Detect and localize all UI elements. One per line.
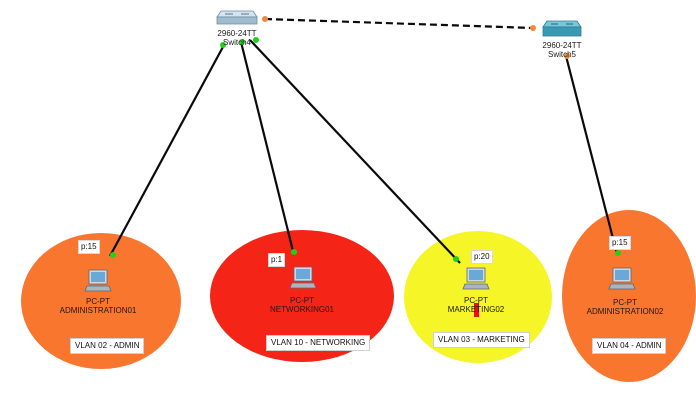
vlan-label-admin: VLAN 02 - ADMIN xyxy=(70,338,145,354)
port-lights xyxy=(110,16,621,262)
port-light xyxy=(239,39,245,45)
cut-marker-icon xyxy=(474,303,479,317)
pc-label-admin02: PC-PT ADMINISTRATION02 xyxy=(587,298,664,316)
pc-node-net01[interactable] xyxy=(289,266,317,289)
pc-name: ADMINISTRATION02 xyxy=(586,307,664,316)
switch4-label: 2960-24TT Switch4 xyxy=(217,29,256,47)
switch5-model: 2960-24TT xyxy=(542,41,582,50)
pc-type: PC-PT xyxy=(464,296,488,305)
port-light xyxy=(291,249,297,255)
pc-node-mkt02[interactable] xyxy=(462,267,490,290)
pc-node-admin02[interactable] xyxy=(608,267,636,290)
vlan-label-networking: VLAN 10 - NETWORKING xyxy=(266,335,371,351)
port-label-net01: p:1 xyxy=(268,253,286,267)
switch5-name: Switch5 xyxy=(547,50,577,59)
pc-type: PC-PT xyxy=(86,297,110,306)
link-switch4-mkt02[interactable] xyxy=(249,39,461,264)
port-light xyxy=(615,250,621,256)
pc-name: MARKETING02 xyxy=(447,305,505,314)
port-light xyxy=(564,53,570,59)
port-label-admin01: p:15 xyxy=(78,240,100,254)
port-light xyxy=(110,252,116,258)
link-switch4-switch5[interactable] xyxy=(264,17,534,30)
pc-icon xyxy=(608,267,636,290)
pc-label-admin01: PC-PT ADMINISTRATION01 xyxy=(60,297,137,315)
port-label-admin02: p:15 xyxy=(609,236,631,250)
switch-icon xyxy=(542,20,582,37)
switch5-label: 2960-24TT Switch5 xyxy=(542,41,581,59)
port-light xyxy=(253,37,259,43)
port-light xyxy=(220,42,226,48)
link-switch5-admin02[interactable] xyxy=(564,55,619,255)
switch4-model: 2960-24TT xyxy=(217,29,257,38)
link-switch4-net01[interactable] xyxy=(239,41,296,256)
port-light xyxy=(530,25,536,31)
vlan-label-admin-2: VLAN 04 - ADMIN xyxy=(592,338,667,354)
port-light xyxy=(453,256,459,262)
switch4-name: Switch4 xyxy=(222,38,252,47)
pc-type: PC-PT xyxy=(289,296,314,305)
pc-name: ADMINISTRATION01 xyxy=(59,306,137,315)
vlan-zone-networking xyxy=(210,230,394,362)
switch5-node[interactable] xyxy=(542,20,582,37)
vlan-zone-admin xyxy=(21,233,181,369)
pc-type: PC-PT xyxy=(613,298,637,307)
vlan-zone-marketing xyxy=(404,231,552,363)
vlan-label-marketing: VLAN 03 - MARKETING xyxy=(433,332,530,348)
port-label-mkt02: p:20 xyxy=(471,250,493,264)
pc-icon xyxy=(84,269,112,292)
pc-label-net01: PC-PT NETWORKING01 xyxy=(270,296,334,314)
pc-node-admin01[interactable] xyxy=(84,269,112,292)
pc-icon xyxy=(462,267,490,290)
pc-icon xyxy=(289,266,317,289)
link-switch4-admin01[interactable] xyxy=(109,44,225,257)
pc-label-mkt02: PC-PT MARKETING02 xyxy=(448,296,504,314)
pc-name: NETWORKING01 xyxy=(269,305,335,314)
switch4-node[interactable] xyxy=(216,10,258,25)
switch-icon xyxy=(216,10,258,25)
port-light xyxy=(262,16,268,22)
